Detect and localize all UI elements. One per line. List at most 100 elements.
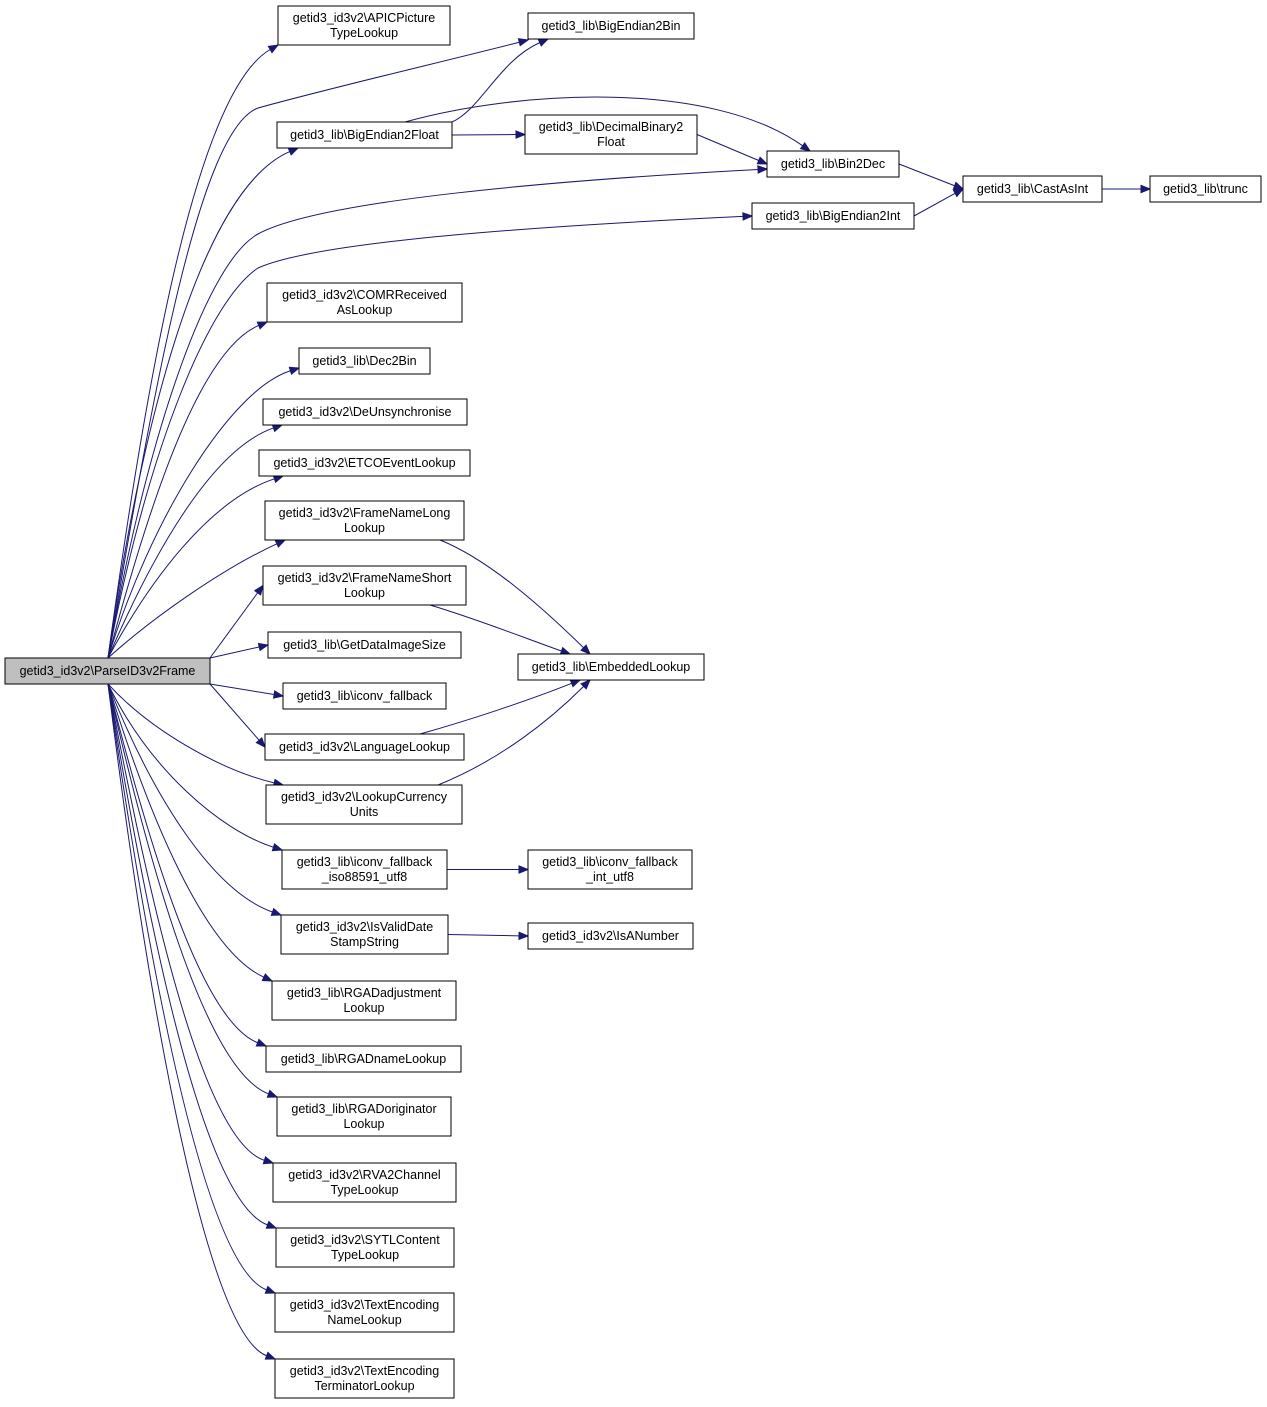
arrowhead <box>517 38 530 47</box>
node-cast-as-int[interactable]: getid3_lib\CastAsInt <box>962 175 1103 203</box>
node-label: getid3_lib\RGADoriginator <box>291 1102 436 1116</box>
node-label: getid3_id3v2\IsValidDate <box>296 920 433 934</box>
arrowhead <box>537 38 550 47</box>
node-label: getid3_id3v2\FrameNameLong <box>279 506 451 520</box>
node-label: getid3_lib\iconv_fallback <box>297 855 433 869</box>
node-parse-id3v2-frame[interactable]: getid3_id3v2\ParseID3v2Frame <box>4 657 211 685</box>
node-label: getid3_id3v2\FrameNameShort <box>278 571 452 585</box>
edge-parse-id3v2-frame-to-dec2-bin <box>107 366 301 659</box>
node-label: getid3_id3v2\ETCOEventLookup <box>273 456 455 470</box>
node-label: getid3_id3v2\RVA2Channel <box>288 1168 440 1182</box>
node-label: getid3_lib\RGADnameLookup <box>281 1052 446 1066</box>
node-label: TerminatorLookup <box>314 1379 414 1393</box>
node-label: Lookup <box>343 1117 384 1131</box>
edge-parse-id3v2-frame-to-big-endian2-int <box>107 212 754 659</box>
arrowhead <box>274 539 287 548</box>
node-label: TypeLookup <box>330 1183 398 1197</box>
node-label: getid3_lib\BigEndian2Bin <box>542 19 681 33</box>
edge-parse-id3v2-frame-to-comrreceived-as-lookup <box>107 321 269 659</box>
nodes: getid3_id3v2\ParseID3v2Frame getid3_id3v2… <box>4 5 1262 1399</box>
node-label: getid3_id3v2\IsANumber <box>542 929 679 943</box>
node-rgadname-lookup[interactable]: getid3_lib\RGADnameLookup <box>265 1045 462 1073</box>
edge-big-endian2-int-to-cast-as-int <box>913 188 965 217</box>
arrowhead <box>271 842 284 852</box>
edge-parse-id3v2-frame-to-rva2-channel-type-lookup <box>107 683 275 1165</box>
node-iconv-fallback-iso88591-utf8[interactable]: getid3_lib\iconv_fallback_iso88591_utf8 <box>281 849 448 890</box>
edge-parse-id3v2-frame-to-rgadoriginator-lookup <box>107 683 279 1098</box>
arrowhead <box>265 1220 278 1229</box>
node-label: getid3_id3v2\APICPicture <box>293 11 435 25</box>
node-label: TypeLookup <box>331 1248 399 1262</box>
edge-parse-id3v2-frame-to-iconv-fallback-iso88591-utf8 <box>107 683 284 852</box>
arrowhead <box>270 907 283 916</box>
node-etcoevent-lookup[interactable]: getid3_id3v2\ETCOEventLookup <box>258 449 471 477</box>
arrowhead <box>580 679 591 690</box>
edge-lookup-currency-units-to-embedded-lookup <box>437 679 591 786</box>
edge-parse-id3v2-frame-to-frame-name-short-lookup <box>209 584 264 659</box>
edge-parse-id3v2-frame-to-sytlcontent-type-lookup <box>107 683 278 1229</box>
edge-parse-id3v2-frame-to-text-encoding-terminator-lookup <box>107 683 277 1360</box>
arrowhead <box>253 584 264 596</box>
node-label: TypeLookup <box>330 26 398 40</box>
node-iconv-fallback-int-utf8[interactable]: getid3_lib\iconv_fallback_int_utf8 <box>527 849 693 890</box>
arrowhead <box>799 141 812 152</box>
arrowhead <box>952 181 965 190</box>
node-label: getid3_id3v2\LookupCurrency <box>281 790 448 804</box>
edge-is-valid-date-stamp-string-to-is-anumber <box>447 931 530 941</box>
node-label: Lookup <box>344 586 385 600</box>
arrowhead <box>255 1038 268 1047</box>
node-label: AsLookup <box>337 303 393 317</box>
arrowhead <box>255 736 266 749</box>
node-label: getid3_lib\RGADadjustment <box>287 986 442 1000</box>
arrowhead <box>272 690 285 699</box>
arrowhead <box>267 44 280 54</box>
edge-big-endian2-float-to-big-endian2-bin <box>451 38 550 123</box>
node-text-encoding-terminator-lookup[interactable]: getid3_id3v2\TextEncodingTerminatorLooku… <box>274 1358 455 1399</box>
node-is-anumber[interactable]: getid3_id3v2\IsANumber <box>527 922 694 950</box>
node-label: getid3_lib\iconv_fallback <box>297 689 433 703</box>
arrowhead <box>264 1285 277 1294</box>
node-dec2-bin[interactable]: getid3_lib\Dec2Bin <box>298 347 431 375</box>
node-big-endian2-float[interactable]: getid3_lib\BigEndian2Float <box>276 121 453 149</box>
node-de-unsynchronise[interactable]: getid3_id3v2\DeUnsynchronise <box>262 398 468 426</box>
node-label: getid3_id3v2\LanguageLookup <box>279 740 450 754</box>
node-label: getid3_lib\trunc <box>1163 182 1248 196</box>
node-big-endian2-int[interactable]: getid3_lib\BigEndian2Int <box>751 202 915 230</box>
node-iconv-fallback[interactable]: getid3_lib\iconv_fallback <box>282 682 447 710</box>
edge-parse-id3v2-frame-to-iconv-fallback <box>209 683 285 699</box>
node-bin2-dec[interactable]: getid3_lib\Bin2Dec <box>766 150 900 178</box>
node-label: _iso88591_utf8 <box>321 870 408 884</box>
node-label: getid3_id3v2\COMRReceived <box>282 288 447 302</box>
node-embedded-lookup[interactable]: getid3_lib\EmbeddedLookup <box>517 653 705 681</box>
edge-parse-id3v2-frame-to-de-unsynchronise <box>107 424 284 659</box>
node-label: getid3_lib\GetDataImageSize <box>283 638 446 652</box>
node-trunc[interactable]: getid3_lib\trunc <box>1149 175 1262 203</box>
arrowhead <box>756 156 769 165</box>
edge-parse-id3v2-frame-to-get-data-image-size <box>209 642 270 659</box>
edge-cast-as-int-to-trunc <box>1102 184 1152 194</box>
node-label: getid3_id3v2\DeUnsynchronise <box>278 405 451 419</box>
node-label: NameLookup <box>327 1313 401 1327</box>
node-get-data-image-size[interactable]: getid3_lib\GetDataImageSize <box>267 631 462 659</box>
node-label: getid3_id3v2\ParseID3v2Frame <box>20 664 196 678</box>
node-language-lookup[interactable]: getid3_id3v2\LanguageLookup <box>264 733 465 761</box>
node-label: StampString <box>330 935 399 949</box>
node-label: getid3_id3v2\TextEncoding <box>290 1298 439 1312</box>
edge-parse-id3v2-frame-to-etcoevent-lookup <box>107 474 285 659</box>
arrowhead <box>266 1089 279 1098</box>
edge-parse-id3v2-frame-to-is-valid-date-stamp-string <box>107 683 283 916</box>
arrowhead <box>288 366 301 376</box>
node-big-endian2-bin[interactable]: getid3_lib\BigEndian2Bin <box>527 12 695 40</box>
